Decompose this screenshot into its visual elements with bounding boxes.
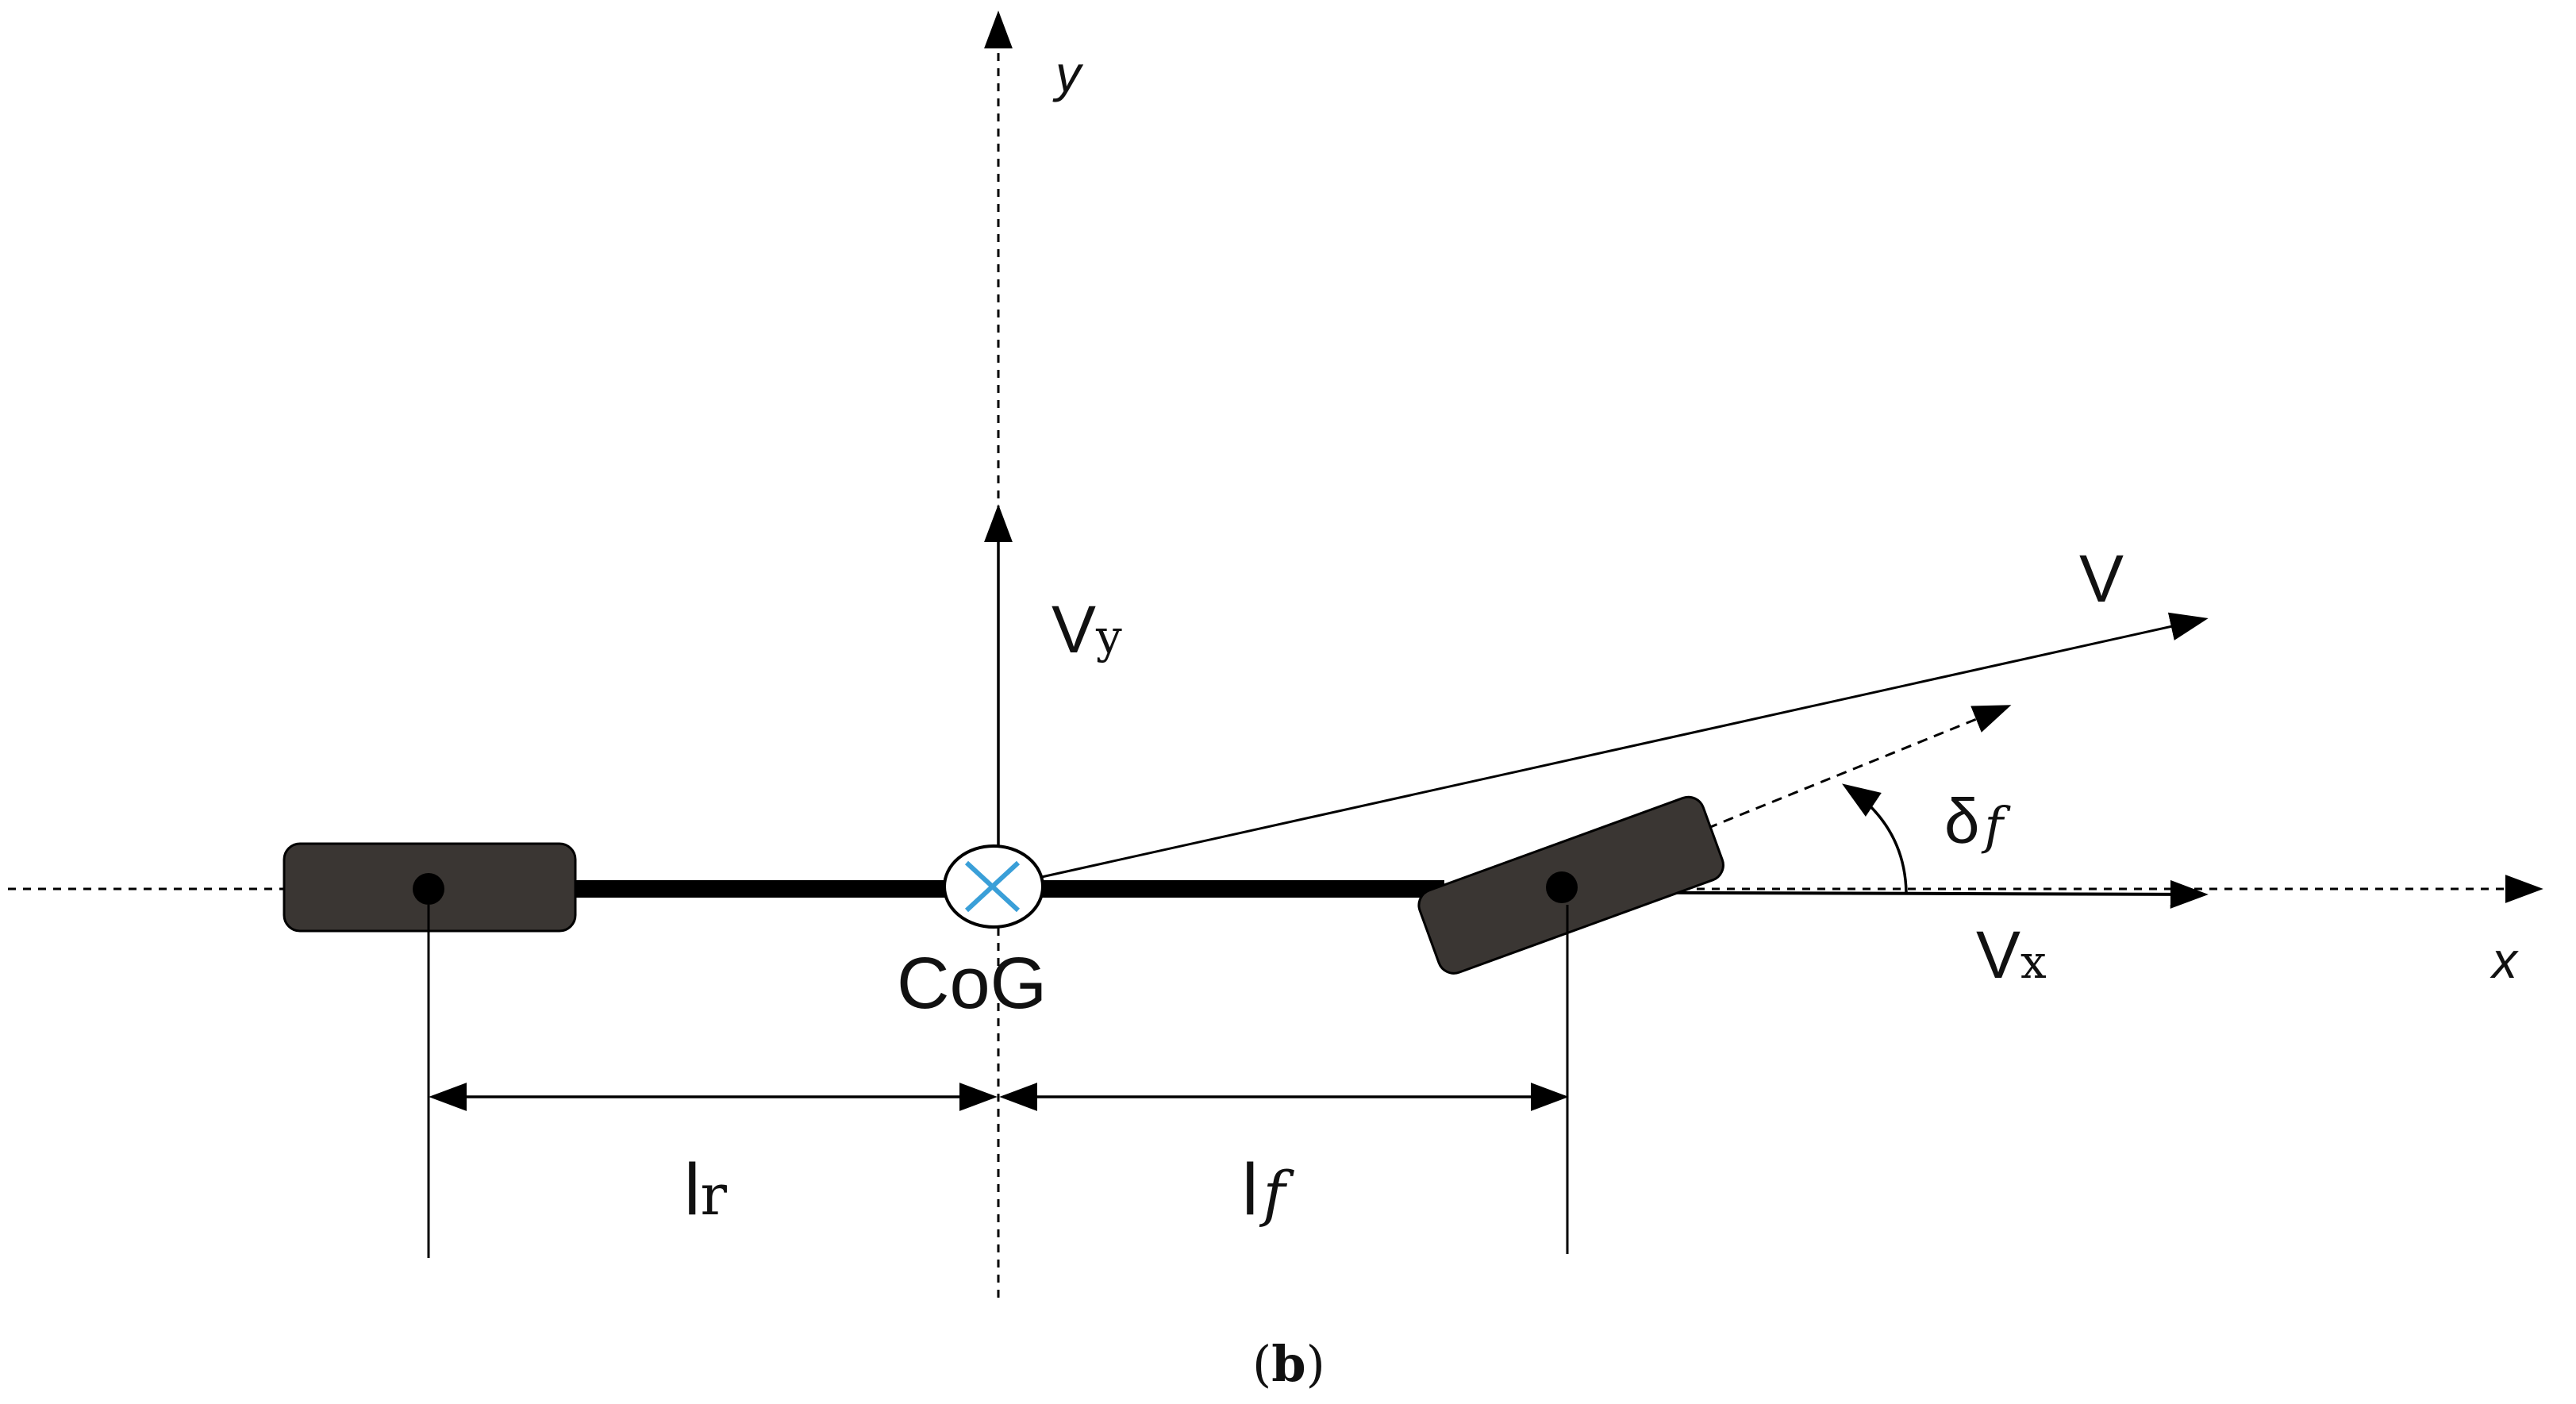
- lr-label: lr: [684, 1149, 727, 1230]
- lr-label-main: l: [684, 1149, 700, 1230]
- vx-label-sub: x: [2020, 935, 2047, 989]
- front-wheel-center: [1546, 871, 1578, 903]
- y-axis-label: y: [1052, 45, 1084, 102]
- vx-label: Vx: [1976, 917, 2047, 992]
- delta-symbol: δ: [1944, 786, 1980, 856]
- vy-label-main: V: [1052, 592, 1096, 667]
- x-axis-label: x: [2489, 932, 2519, 989]
- figure-caption: (b): [1252, 1335, 1325, 1393]
- v-vector-arrow: [1023, 612, 2209, 883]
- steering-angle-label: δf: [1944, 786, 2012, 856]
- lf-label-main: l: [1242, 1149, 1258, 1230]
- caption-letter: b: [1271, 1335, 1305, 1393]
- delta-sub: f: [1982, 797, 2012, 856]
- caption-close: ): [1306, 1335, 1325, 1393]
- v-label: V: [2079, 541, 2124, 616]
- cog-cross-b: [964, 860, 1021, 913]
- vx-label-main: V: [1976, 917, 2020, 992]
- caption-open: (: [1252, 1335, 1271, 1393]
- vy-label-sub: y: [1095, 610, 1122, 664]
- vy-label: Vy: [1052, 592, 1122, 667]
- rear-wheel-center: [413, 873, 444, 905]
- lr-label-sub: r: [700, 1163, 727, 1228]
- steering-angle-arc: [1842, 783, 1908, 893]
- lf-label-sub: f: [1259, 1158, 1294, 1229]
- cog-label: CoG: [897, 943, 1047, 1024]
- lf-label: lf: [1242, 1149, 1294, 1230]
